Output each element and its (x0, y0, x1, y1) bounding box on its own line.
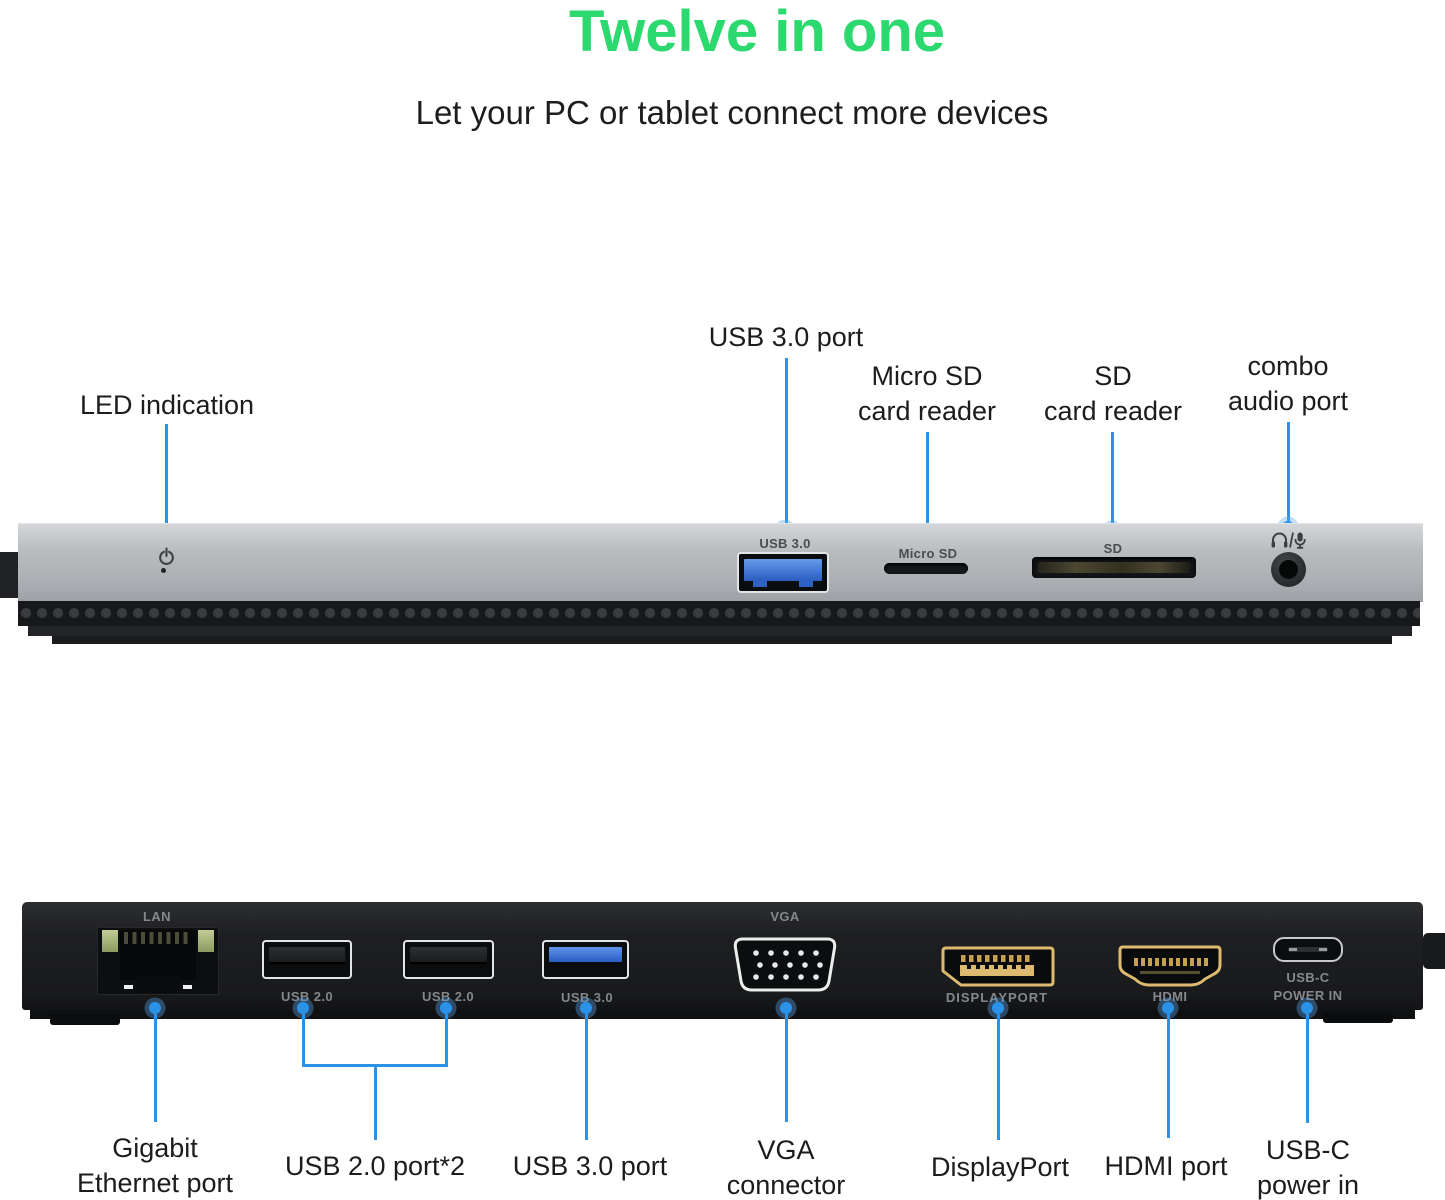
page-subtitle: Let your PC or tablet connect more devic… (415, 94, 1049, 131)
front-panel-foot (52, 636, 1392, 644)
callout-dot (1162, 1002, 1174, 1014)
usb2-port-1 (262, 940, 352, 979)
callout-dot (297, 1002, 309, 1014)
callout-line (374, 1064, 377, 1140)
callout-audio: combo audio port (1228, 349, 1348, 419)
callout-led-indication: LED indication (80, 388, 254, 423)
callout-label: USB-C (1265, 1135, 1350, 1165)
callout-label: Ethernet port (76, 1168, 234, 1198)
callout-label: Gigabit (112, 1133, 198, 1163)
callout-line (1306, 1014, 1309, 1123)
callout-label: DisplayPort (930, 1152, 1070, 1182)
port-label-vga: VGA (770, 909, 800, 924)
port-label-usb3-rear: USB 3.0 (561, 990, 613, 1005)
callout-label: VGA (757, 1135, 815, 1165)
port-label-usb3-front: USB 3.0 (759, 536, 811, 551)
callout-usb3-rear: USB 3.0 port (513, 1149, 668, 1184)
callout-line (997, 1014, 1000, 1140)
callout-line (585, 1014, 588, 1140)
callout-usb2: USB 2.0 port*2 (285, 1149, 465, 1184)
port-label-usb2-1: USB 2.0 (281, 989, 333, 1004)
callout-dot (780, 1002, 792, 1014)
page-title: Twelve in one (568, 0, 946, 64)
callout-dot (1301, 1002, 1313, 1014)
callout-ethernet: Gigabit Ethernet port (77, 1131, 233, 1200)
callout-usbc: USB-C power in (1257, 1133, 1359, 1200)
cable-right (1423, 933, 1445, 969)
power-icon (159, 547, 174, 565)
callout-dot (580, 1002, 592, 1014)
audio-jack (1271, 552, 1306, 587)
callout-microsd: Micro SD card reader (858, 359, 996, 429)
callout-label: USB 2.0 port*2 (284, 1151, 466, 1181)
usb3-port-front (737, 552, 829, 593)
port-label-displayport: DISPLAYPORT (945, 990, 1049, 1005)
usb3-tongue (744, 559, 822, 581)
front-panel-base (28, 626, 1412, 636)
callout-line (165, 424, 168, 528)
callout-usb3-front: USB 3.0 port (709, 320, 864, 355)
callout-label: Micro SD (871, 361, 983, 391)
cable-left (0, 552, 20, 598)
rear-foot-right (1323, 1012, 1393, 1023)
rear-foot-left (50, 1014, 120, 1025)
port-label-lan: LAN (143, 909, 171, 924)
displayport-port (941, 946, 1055, 987)
headphone-mic-icon (1271, 532, 1306, 549)
callout-label: card reader (857, 396, 997, 426)
callout-label: USB 3.0 port (708, 322, 864, 352)
usb3-port-rear (542, 940, 629, 979)
port-label-usbc: USB-C (1286, 970, 1330, 985)
ethernet-port (97, 927, 219, 995)
callout-dot (440, 1002, 452, 1014)
port-label-usb2-2: USB 2.0 (422, 989, 474, 1004)
port-label-microsd: Micro SD (898, 546, 958, 561)
callout-line (1167, 1014, 1170, 1138)
usbc-port (1273, 937, 1343, 962)
port-label-hdmi: HDMI (1152, 989, 1188, 1004)
led-hole (161, 568, 166, 573)
callout-hdmi: HDMI port (1104, 1149, 1227, 1184)
hdmi-port (1118, 945, 1222, 987)
callout-label: combo (1247, 351, 1329, 381)
port-label-sd: SD (1103, 541, 1123, 556)
sd-slot (1032, 557, 1196, 578)
callout-line (1287, 422, 1290, 522)
callout-line (154, 1014, 157, 1122)
callout-dot (992, 1002, 1004, 1014)
callout-label: HDMI port (1104, 1151, 1228, 1181)
callout-vga: VGA connector (727, 1133, 846, 1200)
callout-label: connector (726, 1170, 846, 1200)
callout-line (785, 1014, 788, 1122)
callout-line (302, 1014, 305, 1066)
callout-label: USB 3.0 port (512, 1151, 668, 1181)
vga-port (733, 937, 837, 992)
callout-label: power in (1256, 1170, 1360, 1200)
callout-dot (149, 1002, 161, 1014)
callout-label: SD (1094, 361, 1132, 391)
port-label-usbc-powerin: POWER IN (1273, 988, 1343, 1003)
callout-label: card reader (1043, 396, 1183, 426)
callout-displayport: DisplayPort (931, 1150, 1069, 1185)
callout-sd: SD card reader (1044, 359, 1182, 429)
front-panel-ridge (18, 601, 1420, 626)
usb2-port-2 (403, 940, 494, 979)
microsd-slot (884, 563, 968, 574)
lan-led-right (198, 930, 214, 952)
callout-line (785, 358, 788, 524)
rear-panel-base (30, 1010, 1415, 1019)
callout-label: LED indication (79, 390, 255, 420)
callout-line (445, 1014, 448, 1066)
front-panel-face (18, 523, 1423, 602)
callout-label: audio port (1227, 386, 1349, 416)
callout-line (926, 432, 929, 528)
lan-led-left (102, 930, 118, 952)
callout-line (1111, 432, 1114, 526)
